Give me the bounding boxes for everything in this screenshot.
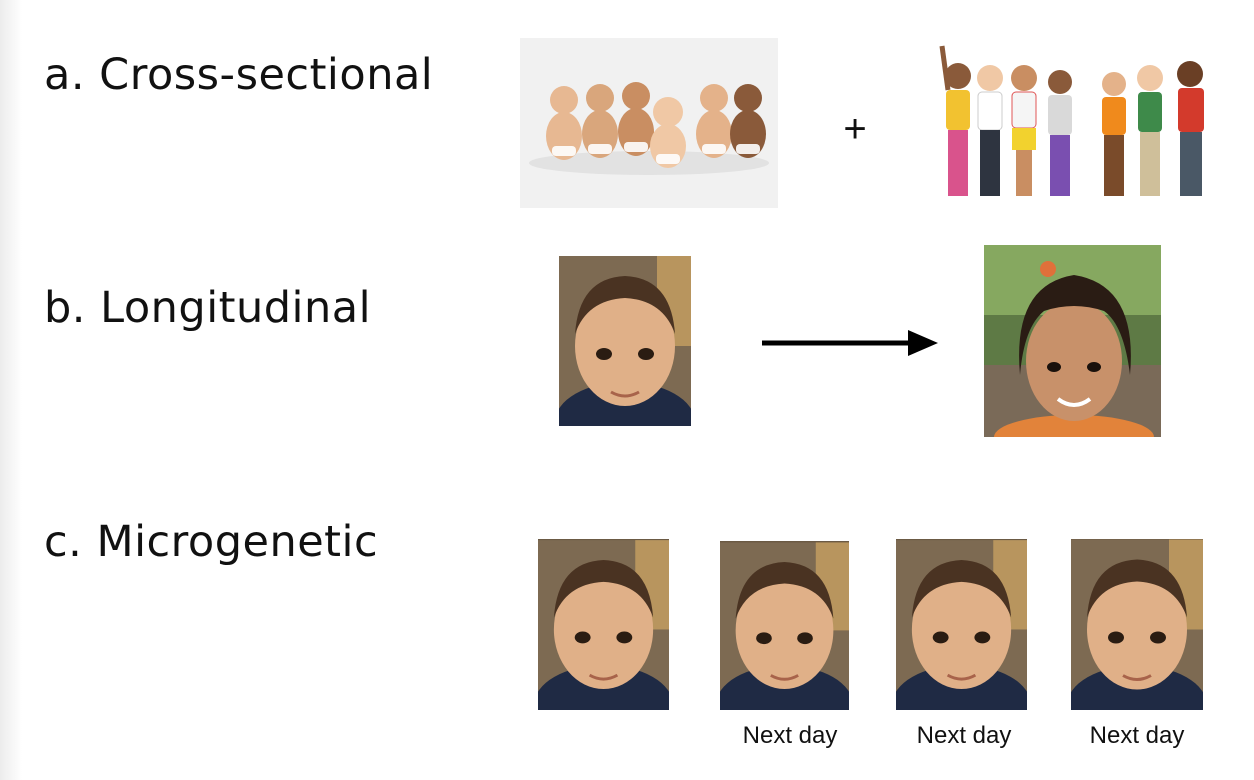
microgenetic-label: c. Microgenetic xyxy=(44,517,379,567)
infant-day4-photo xyxy=(1071,539,1203,710)
infant-day2-photo xyxy=(720,541,849,710)
infant-portrait-photo xyxy=(559,256,691,426)
next-day-caption-3: Next day xyxy=(1089,722,1185,749)
infant-day3-photo xyxy=(896,539,1027,710)
next-day-caption-1: Next day xyxy=(742,722,838,749)
next-day-caption-2: Next day xyxy=(916,722,1012,749)
babies-group-photo xyxy=(520,38,778,208)
children-group-photo xyxy=(928,38,1224,208)
infant-day1-photo xyxy=(538,539,669,710)
plus-sign: + xyxy=(843,107,867,151)
toddler-portrait-photo xyxy=(984,245,1161,437)
right-arrow-icon xyxy=(760,326,942,360)
cross-sectional-label: a. Cross-sectional xyxy=(44,50,434,100)
longitudinal-label: b. Longitudinal xyxy=(44,283,372,333)
slide-edge-shade xyxy=(0,0,22,780)
